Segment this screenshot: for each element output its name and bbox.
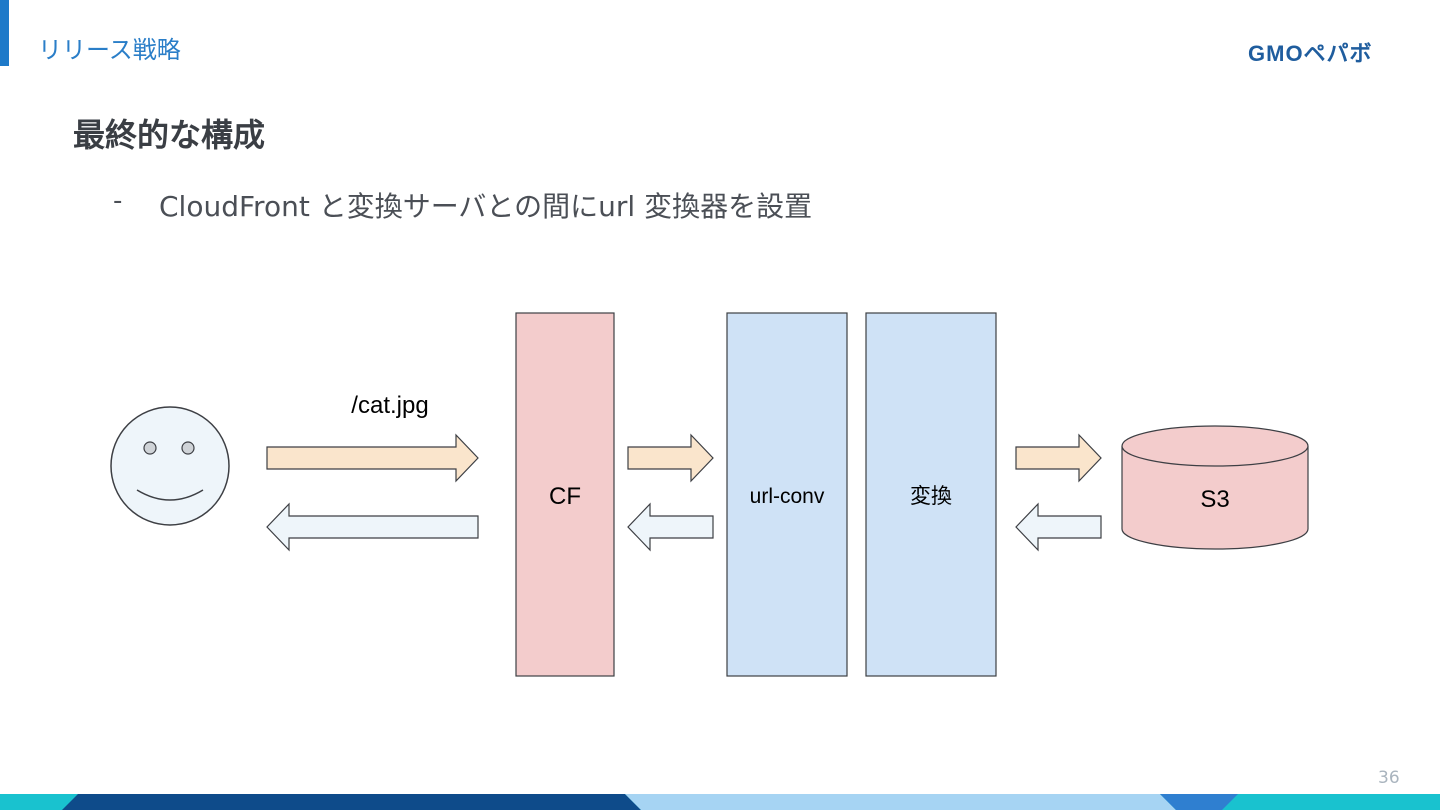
- cf-box: [515, 312, 615, 677]
- request-arrow-cf-to-urlconv: [627, 433, 714, 483]
- convert-server-label: 変換: [910, 484, 952, 508]
- response-arrow-s3-to-convert: [1015, 502, 1102, 552]
- slide-heading: 最終的な構成: [73, 116, 266, 154]
- company-logo: GMOペパボ: [1248, 41, 1373, 66]
- s3-label: S3: [1200, 486, 1229, 513]
- accent-bar: [0, 0, 9, 66]
- request-arrow-user-to-cf: [266, 433, 479, 483]
- response-arrow-urlconv-to-cf: [627, 502, 714, 552]
- s3-storage-icon: [1121, 425, 1309, 550]
- section-title: リリース戦略: [38, 36, 181, 64]
- urlconv-label: url-conv: [750, 485, 825, 508]
- cf-label: CF: [549, 483, 581, 510]
- response-arrow-cf-to-user: [266, 502, 479, 552]
- bullet-marker: -: [113, 186, 123, 216]
- user-face-icon: [110, 406, 230, 526]
- convert-server-box: [865, 312, 997, 677]
- footer-band: [0, 794, 1440, 810]
- request-path-label: /cat.jpg: [351, 392, 428, 419]
- page-number: 36: [1378, 768, 1400, 788]
- bullet-text: CloudFront と変換サーバとの間にurl 変換器を設置: [159, 190, 813, 223]
- request-arrow-convert-to-s3: [1015, 433, 1102, 483]
- urlconv-box: [726, 312, 848, 677]
